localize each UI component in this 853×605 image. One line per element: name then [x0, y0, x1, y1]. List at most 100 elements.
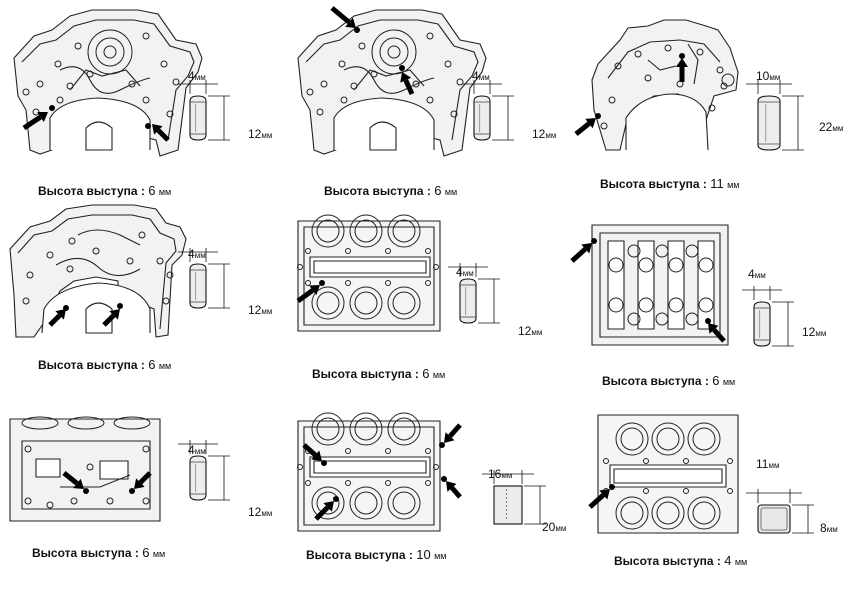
crank-throw: [655, 244, 669, 258]
protrusion-height-caption: Высота выступа : 6 мм: [38, 357, 171, 372]
bolt-hole: [608, 96, 616, 104]
main-bearing-cap: [667, 240, 685, 330]
engine-block-view: [13, 9, 203, 157]
bolt-hole: [36, 80, 44, 88]
dowel-pin-detail: [178, 80, 230, 141]
engine-block-view: [9, 416, 161, 522]
bolt-hole: [643, 458, 649, 464]
unit-mm: мм: [826, 525, 838, 534]
pin-diameter-value: 11: [756, 457, 769, 471]
bolt-hole: [426, 96, 434, 104]
caption-label: Высота выступа: [602, 374, 702, 388]
unit-mm: мм: [832, 124, 844, 133]
cap-bolt-hole: [638, 257, 654, 273]
boss: [721, 73, 735, 87]
dowel-location-mark: [441, 476, 447, 482]
engine-block-view: [297, 412, 462, 532]
bolt-hole: [345, 248, 351, 254]
bolt-hole: [385, 480, 391, 486]
bolt-hole: [412, 80, 420, 88]
dowel-location-mark: [117, 303, 123, 309]
bolt-hole: [444, 60, 452, 68]
panel-drawing: [588, 414, 814, 534]
pointer-arrow-head: [73, 478, 84, 489]
bolt-hole: [297, 264, 303, 270]
pointer-arrow-shaft: [448, 423, 462, 438]
protrusion-height-caption: Высота выступа : 6 мм: [324, 183, 457, 198]
unit-mm: мм: [769, 73, 781, 82]
caption-separator: :: [140, 184, 145, 198]
pin-diameter-value: 4: [188, 247, 195, 261]
oil-gallery: [343, 66, 435, 94]
dowel-location-mark: [321, 460, 327, 466]
bolt-hole: [66, 265, 74, 273]
cylinder-bore-inner: [354, 417, 378, 441]
dowel-pin-detail: [178, 248, 230, 309]
dowel-pin-detail: [178, 440, 230, 501]
deck-inner: [303, 426, 435, 526]
pointer-arrow-shaft: [588, 493, 605, 509]
bolt-hole: [643, 488, 649, 494]
main-cap-slot: [369, 121, 397, 151]
engine-block-view: [297, 6, 487, 157]
bolt-hole: [22, 297, 30, 305]
cylinder-bore: [349, 486, 383, 520]
engine-block-view: [296, 214, 441, 332]
crank-throw: [655, 312, 669, 326]
bolt-hole: [614, 62, 622, 70]
cylinder-bore-inner: [354, 219, 378, 243]
unit-mm: мм: [261, 509, 273, 518]
pointer-arrow-shaft: [712, 328, 726, 343]
cap-bolt-hole: [668, 297, 684, 313]
panel-drawing: [297, 6, 514, 157]
cylinder-bore-inner: [316, 491, 340, 515]
cylinder-bore: [349, 286, 383, 320]
pan-rail-outline: [591, 224, 729, 346]
unit-mm: мм: [478, 73, 490, 82]
side-window: [99, 460, 129, 480]
bore-top: [113, 416, 151, 430]
dowel-pin: [459, 278, 477, 324]
bolt-hole: [425, 480, 431, 486]
pin-diameter-label: 4мм: [188, 247, 206, 261]
bolt-hole: [92, 247, 100, 255]
cylinder-bore-inner: [692, 501, 716, 525]
pointer-arrow-shaft: [570, 247, 587, 263]
pin-diameter-value: 10: [756, 69, 770, 83]
bolt-hole: [426, 32, 434, 40]
lower-case: [21, 440, 151, 510]
panel-drawing: [9, 416, 230, 522]
rib-line: [69, 69, 141, 91]
bolt-hole: [425, 448, 431, 454]
crank-bore-center: [103, 45, 117, 59]
protrusion-height-caption: Высота выступа : 6 мм: [312, 366, 445, 381]
dowel-location-mark: [679, 53, 685, 59]
pointer-arrow-shaft: [102, 313, 116, 327]
dowel-pin: [757, 95, 781, 151]
bolt-hole: [162, 297, 170, 305]
valley-strip: [309, 456, 431, 478]
bolt-hole: [644, 74, 652, 82]
pointer-arrow-head: [581, 243, 592, 254]
pin-length-value: 12: [248, 505, 262, 519]
pin-diameter-value: 16: [488, 467, 502, 481]
bolt-hole: [727, 458, 733, 464]
pin-length-label: 20мм: [542, 520, 566, 534]
unit-mm: мм: [768, 461, 780, 470]
unit-mm: мм: [194, 73, 206, 82]
dowel-pin: [189, 455, 207, 501]
pointer-arrow-shaft: [62, 471, 79, 486]
bolt-hole: [316, 108, 324, 116]
engine-block-view: [570, 224, 729, 346]
pointer-arrow-head: [599, 489, 610, 500]
crank-bore-inner: [379, 37, 409, 67]
bolt-hole: [54, 60, 62, 68]
bolt-hole: [142, 445, 150, 453]
pointer-arrow-shaft: [296, 288, 315, 304]
bolt-hole: [46, 501, 54, 509]
bolt-hole: [345, 448, 351, 454]
main-bearing-cap: [607, 240, 625, 330]
